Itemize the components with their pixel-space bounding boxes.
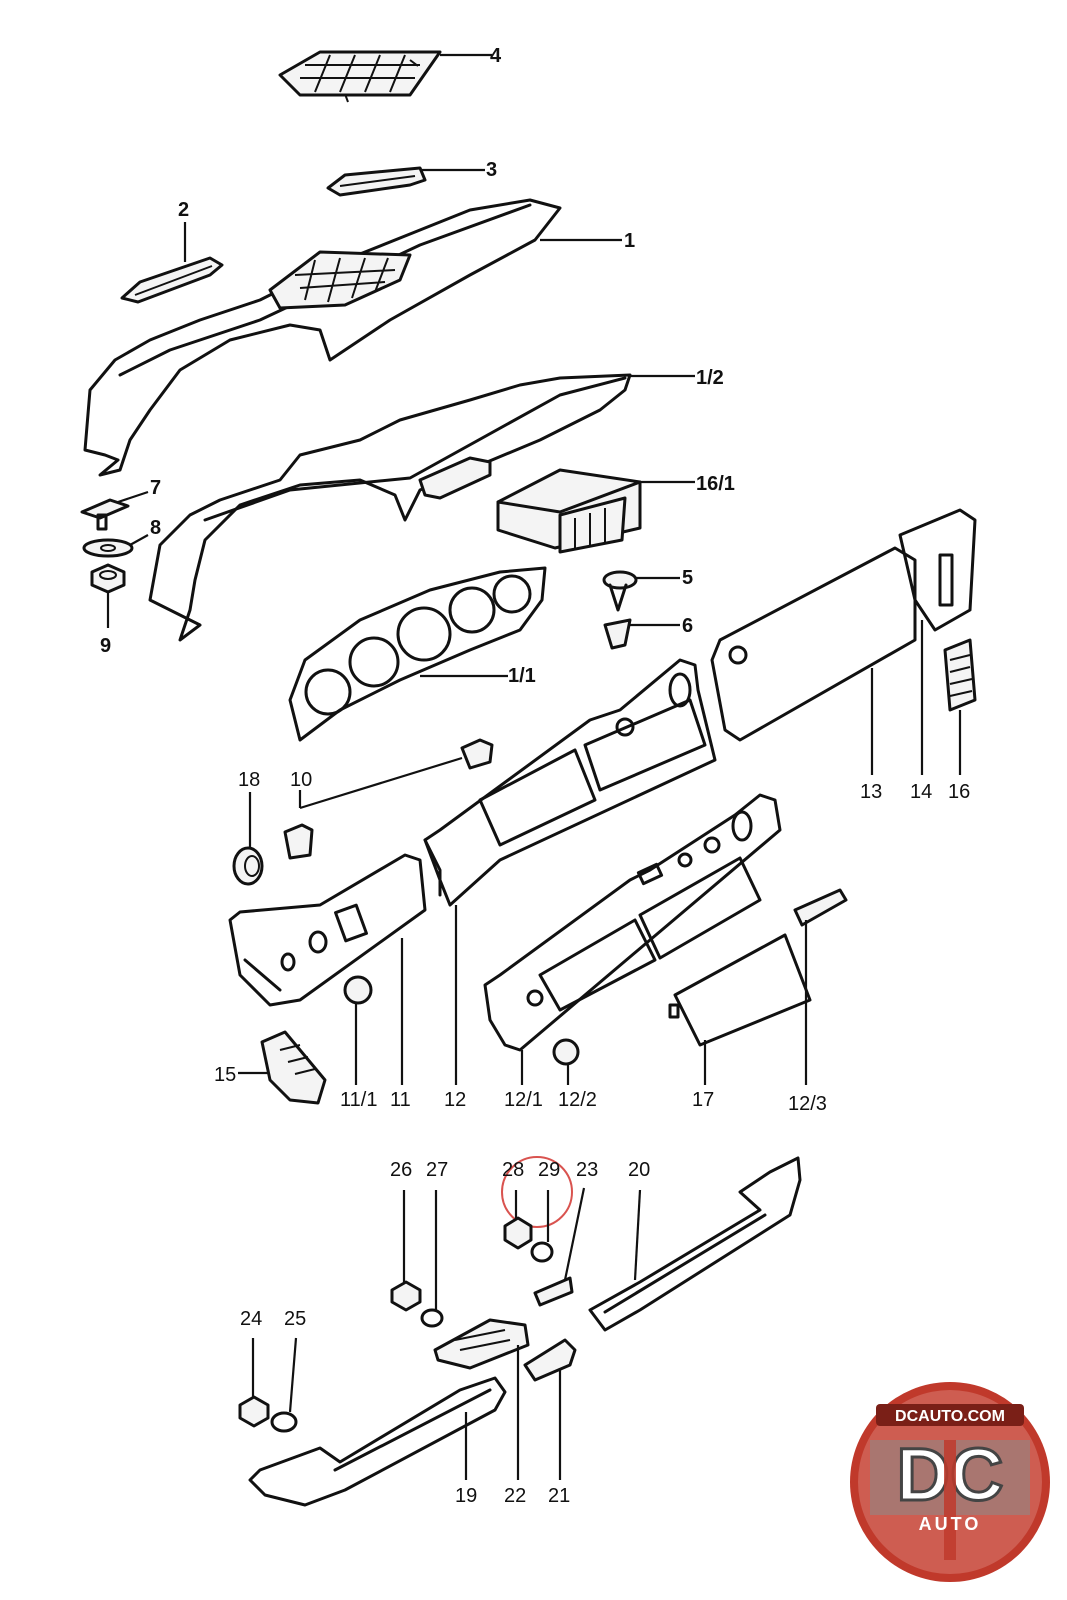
part-21-end-cap[interactable] [523,1338,577,1382]
callout-24: 24 [240,1308,262,1330]
part-16-1-air-vent[interactable] [496,468,642,554]
callout-9: 9 [100,635,111,657]
part-24-nut[interactable] [238,1395,270,1428]
part-11-1-cap[interactable] [343,975,373,1005]
part-18-grommet[interactable] [232,846,264,886]
part-17-glovebox-lid[interactable] [668,933,812,1047]
callout-11-1: 11/1 [340,1089,377,1111]
dcauto-logo: DCAUTO.COM DC AUTO [850,1382,1050,1582]
highlight-circle [501,1156,573,1228]
part-3-trim-strip[interactable] [326,166,427,197]
part-10-switch[interactable] [283,738,494,860]
callout-26: 26 [390,1159,412,1181]
part-4-vent-grille[interactable] [278,50,442,103]
callout-25: 25 [284,1308,306,1330]
callout-1-1: 1/1 [508,665,536,687]
part-6-grommet[interactable] [603,618,632,650]
part-23-bracket[interactable] [533,1276,574,1307]
callout-28: 28 [502,1159,524,1181]
part-12-center-panel[interactable] [423,658,717,907]
part-13-right-panel[interactable] [710,546,917,742]
part-26-nut[interactable] [390,1280,422,1312]
callout-21: 21 [548,1485,570,1507]
callout-1-2: 1/2 [696,367,724,389]
part-1-2-dash-base[interactable] [148,373,632,642]
callout-17: 17 [692,1089,714,1111]
callout-3: 3 [486,159,497,181]
part-12-3-strip[interactable] [793,888,848,927]
callout-27: 27 [426,1159,448,1181]
callout-19: 19 [455,1485,477,1507]
part-1-1-instrument-panel[interactable] [288,566,547,742]
part-28-nut[interactable] [503,1216,533,1250]
callout-7: 7 [150,477,161,499]
callout-13: 13 [860,781,882,803]
callout-12-2: 12/2 [558,1089,597,1111]
callout-12-1: 12/1 [504,1089,543,1111]
callout-10: 10 [290,769,312,791]
callout-12: 12 [444,1089,466,1111]
part-12-2-cap[interactable] [552,1038,580,1066]
callout-4: 4 [490,45,502,67]
part-14-end-cap[interactable] [898,508,977,632]
part-25-washer[interactable] [270,1411,298,1433]
part-16-side-vent[interactable] [943,638,977,712]
part-8-washer[interactable] [82,538,134,558]
callout-23: 23 [576,1159,598,1181]
callout-20: 20 [628,1159,650,1181]
callout-16: 16 [948,781,970,803]
callout-8: 8 [150,517,161,539]
callout-11: 11 [390,1089,411,1111]
callout-15: 15 [214,1064,236,1086]
callout-2: 2 [178,199,189,221]
part-7-screw[interactable] [80,498,130,531]
callout-14: 14 [910,781,932,803]
callout-18: 18 [238,769,260,791]
part-2-trim-strip[interactable] [120,256,224,304]
callout-1: 1 [624,230,635,252]
callout-22: 22 [504,1485,526,1507]
part-19-grab-handle[interactable] [248,1376,507,1507]
callout-5: 5 [682,567,693,589]
part-15-switch[interactable] [260,1030,327,1105]
callout-12-3: 12/3 [788,1093,827,1115]
part-11-left-panel[interactable] [228,853,427,1007]
part-12-1-lower-panel[interactable] [483,793,782,1052]
part-27-washer[interactable] [420,1308,444,1328]
part-22-lock-assembly[interactable] [433,1318,530,1370]
callout-6: 6 [682,615,693,637]
part-29-washer[interactable] [530,1241,554,1263]
part-9-nut[interactable] [90,563,126,594]
callout-29: 29 [538,1159,560,1181]
part-1-dash-pad[interactable] [83,198,562,477]
logo-site-text: DCAUTO.COM [895,1408,1005,1425]
logo-word-text: AUTO [919,1514,982,1534]
part-20-grab-handle[interactable] [588,1156,802,1332]
part-5-clip[interactable] [602,570,638,612]
callout-16-1: 16/1 [696,473,735,495]
